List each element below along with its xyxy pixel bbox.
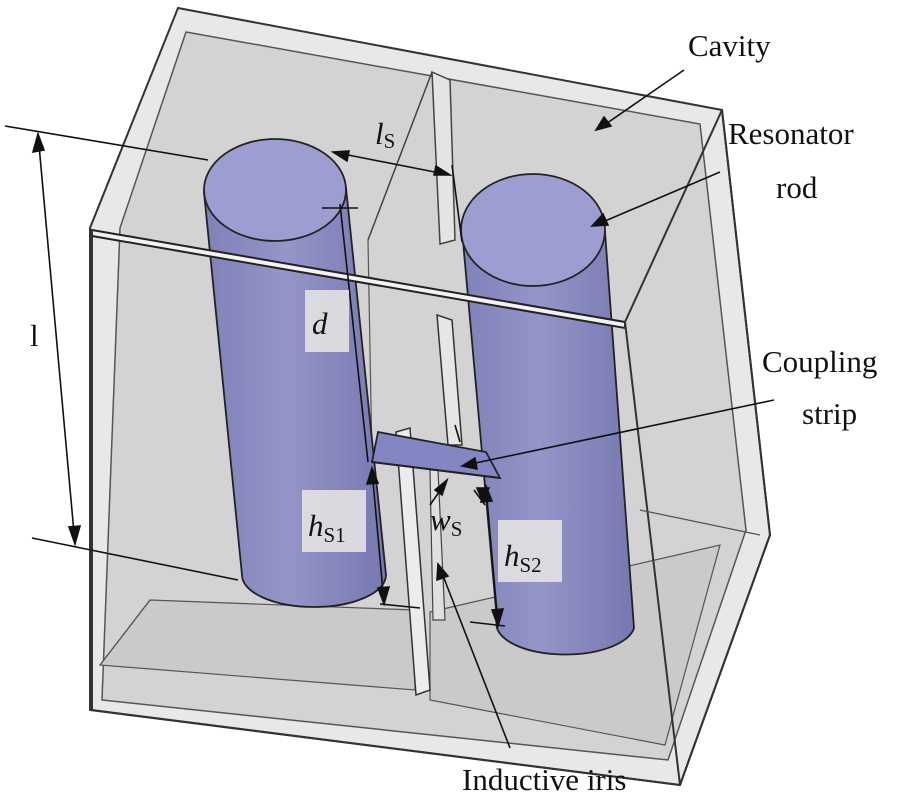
ls-arrow-left [330,150,350,163]
cavity-bottom-front-edge [91,709,681,786]
l-arrow-bottom [67,525,82,547]
l-dim-line [37,133,76,545]
dimension-lines [4,69,775,749]
iris-upper-post [436,313,463,446]
cavity-floor-divider [99,599,151,666]
ws-arrow-left [433,477,449,497]
hs2-label: hS2 [504,538,542,577]
hs2-arrow-bottom [490,608,505,629]
hs1-dim-line [371,469,385,604]
cavity-right-bottom-edge [679,534,771,786]
hs1-tick-bottom [379,603,421,609]
ws-tick [454,424,461,443]
divider-left-edge [367,239,373,461]
cavity-label: Cavity [688,28,771,63]
coupling-label-line2: strip [802,396,857,431]
coupling-label-line1: Coupling [762,344,877,379]
ws-arrow-right [475,487,491,502]
hs2-dim-line [485,487,499,625]
hs1-label-plate [302,490,366,552]
divider-top-edge [367,71,433,241]
cavity-front [91,109,771,786]
resonator-label-line1: Resonator [728,116,854,151]
cavity-front-right-edge [624,321,681,786]
ws-arrow-right-line [473,489,486,506]
ls-label: lS [375,116,395,153]
cavity-right-panel-line [639,509,761,536]
l-label: l [30,318,39,353]
cavity-right-outer-edge [721,109,771,536]
hs1-label: hS1 [308,508,346,547]
d-label: d [312,306,328,341]
l-arrow-top [31,131,46,154]
hs1-arrow-top [365,465,380,485]
l-ext-bottom [31,537,239,581]
hs2-tick-bottom [469,621,506,627]
l-ext-top [4,125,209,161]
d-dim-line [339,203,369,463]
cavity-leader [599,69,685,129]
ls-dim-line [332,151,451,176]
cavity-leader-arrow [594,115,613,132]
cavity-divider-wall [431,70,456,245]
hs2-label-plate [498,520,562,582]
ls-ext-right [451,164,463,243]
iris-leader-arrow [436,561,450,582]
ws-label: wS [430,502,462,541]
resonator-label-line2: rod [776,170,818,205]
iris-leader [439,567,511,749]
inductive-iris [395,313,463,697]
resonator-leader-arrow [590,212,610,227]
cavity-right-top-edge [624,109,723,323]
iris-label: Inductive iris [462,762,626,797]
d-label-plate [305,290,349,352]
resonator-leader [597,171,721,225]
coupling-leader-arrow [459,456,478,471]
cavity-body [89,6,772,787]
ls-arrow-right [433,164,453,176]
hs1-arrow-bottom [376,586,391,607]
coupling-leader [465,399,775,466]
